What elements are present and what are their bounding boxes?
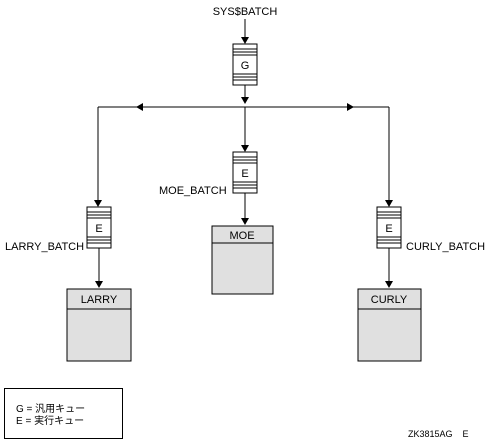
distribution-left-arrowhead — [136, 103, 143, 111]
curly-node: CURLY — [357, 288, 422, 362]
distribution-right-arrowhead — [347, 103, 354, 111]
moe-queue-to-node-arrowhead — [241, 218, 249, 225]
curly-queue-to-node-arrowhead — [385, 281, 393, 288]
moe-node-label: MOE — [229, 230, 254, 242]
curly-queue-letter: E — [385, 223, 392, 235]
legend: G = 汎用キュー E = 実行キュー — [4, 388, 123, 439]
source-label: SYS$BATCH — [213, 6, 278, 18]
moe-queue-icon: E — [232, 151, 258, 194]
figure-id: ZK3815AG E — [408, 429, 469, 439]
curly-queue-name: CURLY_BATCH — [406, 241, 485, 253]
right-branch-arrowhead — [385, 200, 393, 207]
legend-generic-queue: G = 汎用キュー — [16, 404, 86, 415]
middle-branch-arrowhead — [241, 145, 249, 152]
larry-queue-icon: E — [86, 206, 112, 249]
generic-down-arrowhead — [241, 97, 249, 104]
moe-node: MOE — [211, 225, 274, 295]
generic-queue-icon: G — [232, 43, 258, 86]
moe-queue-name: MOE_BATCH — [159, 185, 227, 197]
curly-node-label: CURLY — [371, 294, 408, 306]
left-branch-arrowhead — [94, 200, 102, 207]
larry-queue-to-node-arrowhead — [95, 281, 103, 288]
larry-node: LARRY — [66, 288, 132, 362]
larry-queue-name: LARRY_BATCH — [5, 241, 84, 253]
curly-queue-icon: E — [376, 206, 402, 249]
larry-node-label: LARRY — [81, 294, 118, 306]
moe-queue-letter: E — [241, 168, 248, 180]
generic-queue-letter: G — [241, 60, 250, 72]
legend-execution-queue: E = 実行キュー — [16, 416, 85, 427]
source-to-generic-arrowhead — [241, 37, 249, 44]
larry-queue-letter: E — [95, 223, 102, 235]
